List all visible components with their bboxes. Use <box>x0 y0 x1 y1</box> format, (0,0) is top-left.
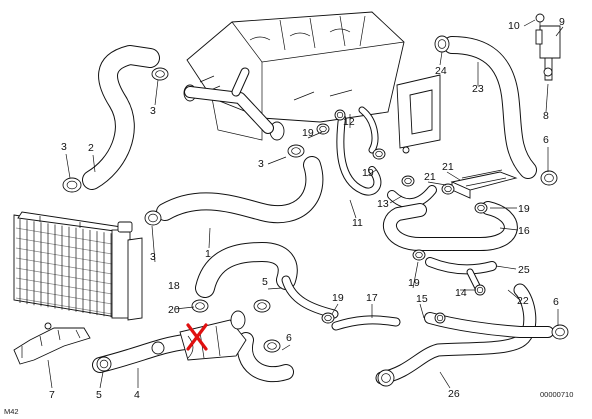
hose-clamp <box>334 109 346 121</box>
callout-19-middle: 19 <box>362 167 374 179</box>
callout-18: 18 <box>168 280 180 292</box>
hose-clamp <box>372 148 386 160</box>
hose-clamp <box>321 312 335 324</box>
callout-3-middle: 3 <box>258 158 264 170</box>
hose-clamp <box>287 144 305 158</box>
callout-8: 8 <box>543 110 549 122</box>
callout-19-bottom: 19 <box>332 292 344 304</box>
hose-clamp <box>96 356 112 372</box>
mounting-plate <box>396 74 441 154</box>
hose-clamp <box>434 35 450 53</box>
hose-clamps <box>62 35 569 387</box>
callout-11: 11 <box>352 217 363 229</box>
callout-21-left: 21 <box>424 171 436 183</box>
callout-14: 14 <box>455 287 467 299</box>
callout-6-lower-right: 6 <box>553 296 559 308</box>
hose-clamp <box>401 175 415 187</box>
hose-clamp <box>377 369 395 387</box>
hose-clamp <box>62 177 82 193</box>
callout-19-lower: 19 <box>408 277 420 289</box>
hose-clamp <box>474 284 486 296</box>
callout-7: 7 <box>49 389 55 401</box>
callout-22: 22 <box>517 295 529 307</box>
red-x-marker <box>186 323 208 351</box>
callout-10: 10 <box>508 20 520 32</box>
hose-clamp <box>474 202 488 214</box>
callout-4: 4 <box>134 389 140 401</box>
callout-5-lower: 5 <box>96 389 102 401</box>
callout-9: 9 <box>559 16 565 28</box>
hose-clamp <box>263 339 281 353</box>
hose-clamp <box>253 299 271 313</box>
hose-bracket <box>535 13 561 81</box>
callout-3-left: 3 <box>61 141 67 153</box>
hose-clamp <box>434 312 446 324</box>
hose-clamp <box>540 170 558 186</box>
hose-clamp <box>412 249 426 261</box>
callout-1: 1 <box>205 248 211 260</box>
footer-code-right: 00000710 <box>540 390 573 399</box>
callout-23: 23 <box>472 83 484 95</box>
footer-code-left: M42 <box>4 407 19 416</box>
radiator-bracket <box>13 322 91 365</box>
callout-6-right: 6 <box>543 134 549 146</box>
callout-12: 12 <box>343 116 355 128</box>
callout-15: 15 <box>416 293 428 305</box>
hose-clamp <box>151 67 169 81</box>
callout-13: 13 <box>377 198 389 210</box>
callout-2: 2 <box>88 142 94 154</box>
callout-19-engine: 19 <box>302 127 314 139</box>
callout-24: 24 <box>435 65 447 77</box>
callout-3-engine: 3 <box>150 105 156 117</box>
callout-17: 17 <box>366 292 378 304</box>
thermostat-housing <box>151 310 247 361</box>
hose-clamp <box>144 210 162 226</box>
hose-clamp <box>316 123 330 135</box>
callout-5-upper: 5 <box>262 276 268 288</box>
coolant-pipe <box>450 169 518 199</box>
hose-clamp <box>191 299 209 313</box>
callout-16: 16 <box>518 225 530 237</box>
callout-26: 26 <box>448 388 460 400</box>
callout-6-middle: 6 <box>286 332 292 344</box>
radiator <box>13 211 143 321</box>
callout-20: 20 <box>168 304 180 316</box>
callout-21-right: 21 <box>442 161 454 173</box>
callout-25: 25 <box>518 264 530 276</box>
hose-clamp <box>551 324 569 340</box>
callout-3-lower: 3 <box>150 251 156 263</box>
hose-clamp <box>441 183 455 195</box>
leader-lines <box>47 19 564 389</box>
callout-19-right: 19 <box>518 203 530 215</box>
